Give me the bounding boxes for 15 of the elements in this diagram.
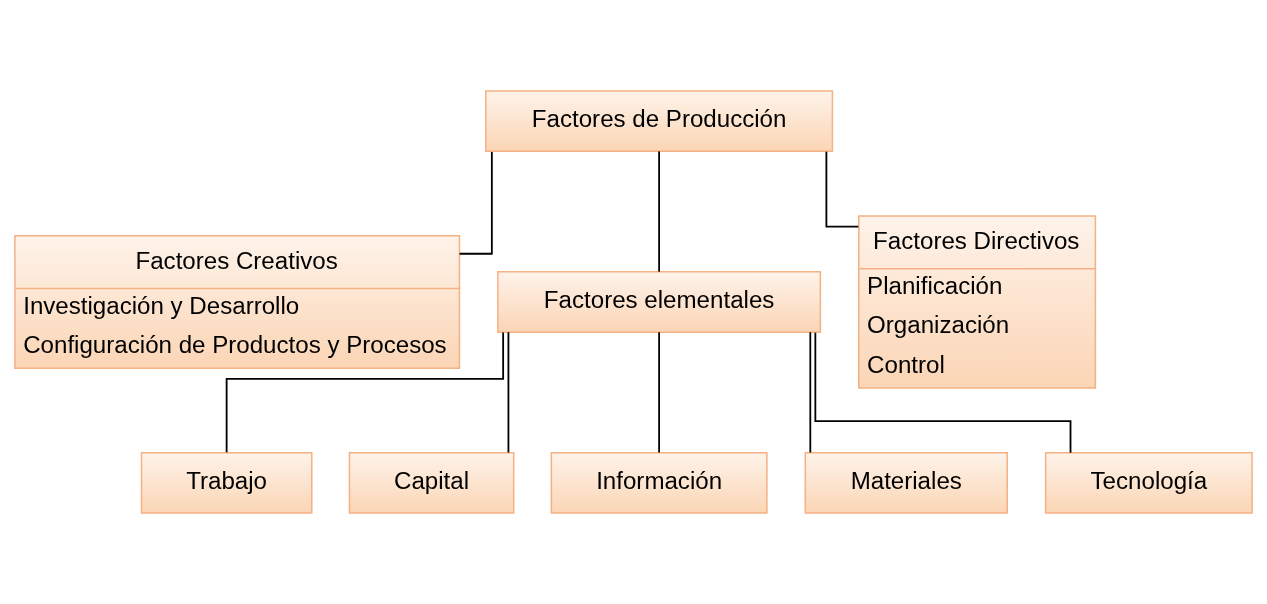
- connector: [809, 331, 812, 454]
- connector: [825, 150, 860, 228]
- node-box: Tecnología: [1044, 451, 1253, 514]
- connector: [658, 331, 661, 454]
- node-box: Capital: [348, 451, 515, 514]
- connector: [458, 151, 493, 255]
- node-box: Información: [550, 451, 768, 514]
- connector: [658, 150, 661, 273]
- connector: [814, 331, 1072, 454]
- connector: [225, 331, 505, 454]
- connector: [507, 331, 510, 454]
- node-box: Factores de Producción: [485, 90, 834, 153]
- node-box: Factores elementales: [497, 271, 822, 333]
- node-box: Materiales: [804, 451, 1008, 514]
- node-box: Trabajo: [140, 451, 313, 514]
